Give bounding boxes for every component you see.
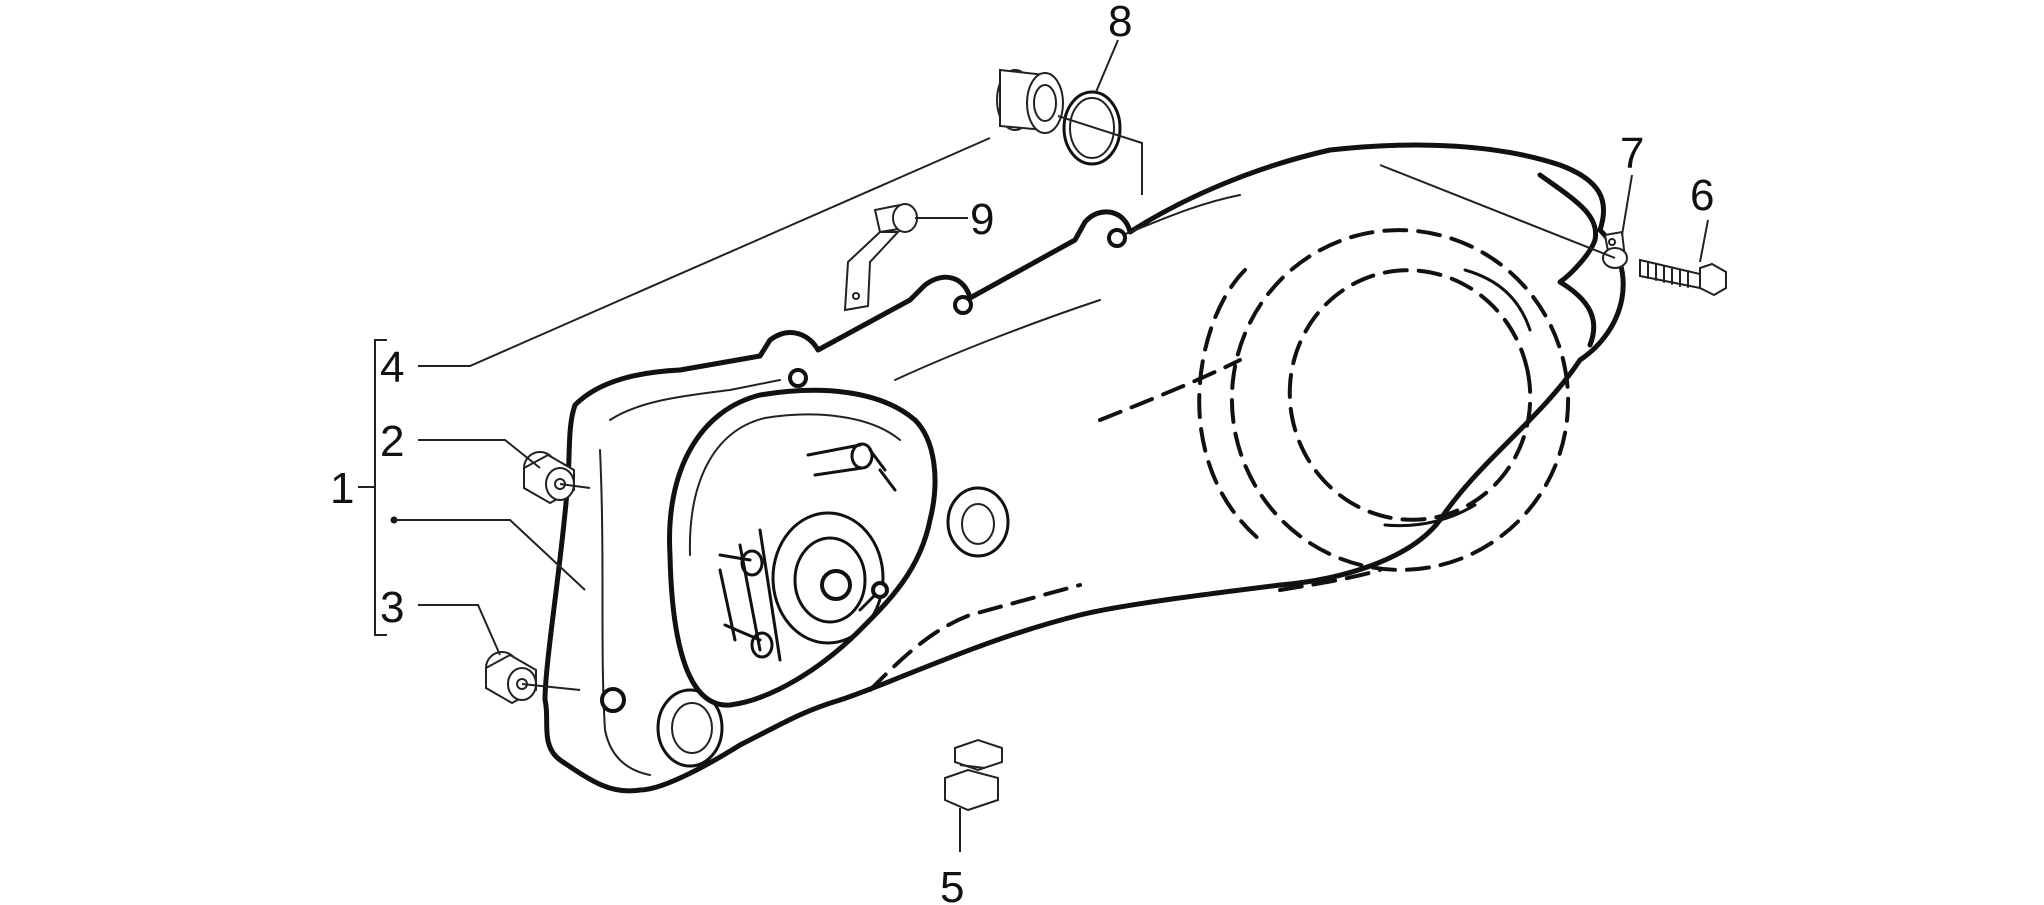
callout-4: 4 xyxy=(380,343,404,392)
callout-9: 9 xyxy=(970,195,994,244)
part-9-bracket xyxy=(843,203,918,312)
part-8-bearing xyxy=(996,68,1064,134)
callout-1: 1 xyxy=(330,464,354,513)
cooling-fan-area xyxy=(667,387,938,708)
part-6-bolt xyxy=(1639,258,1727,297)
callout-8: 8 xyxy=(1108,0,1132,46)
part-3-bush xyxy=(485,651,537,705)
callout-2: 2 xyxy=(380,417,404,466)
callout-5: 5 xyxy=(940,863,964,905)
part-8-circlip xyxy=(1062,90,1122,166)
callout-3: 3 xyxy=(380,583,404,632)
callout-7: 7 xyxy=(1620,129,1644,178)
part-5-clip xyxy=(944,738,1003,812)
callout-6: 6 xyxy=(1690,171,1714,220)
leader-lines xyxy=(358,39,1709,852)
part-7-clamp xyxy=(1602,230,1628,269)
callout-labels: 1 2 3 4 5 6 7 8 9 xyxy=(330,0,1714,905)
